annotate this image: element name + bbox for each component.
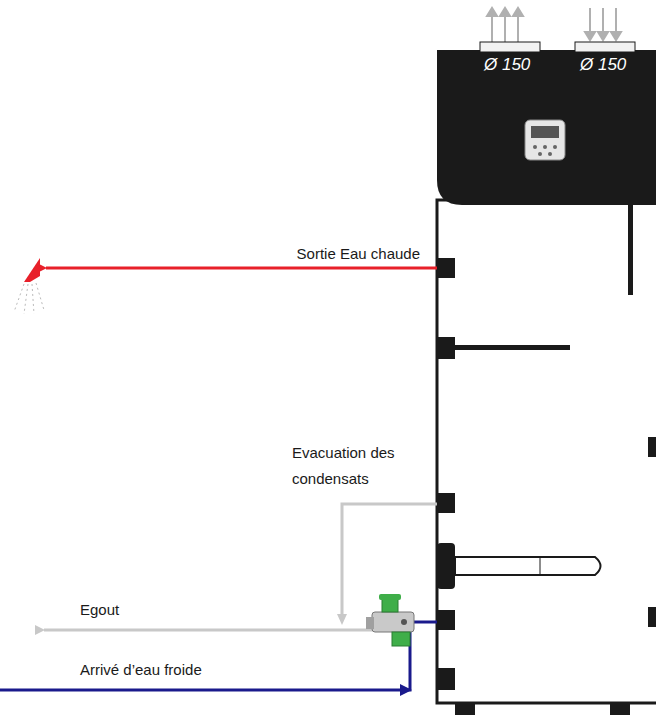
air-out-arrows — [487, 8, 523, 42]
duct-diameter: Ø 150 — [580, 55, 626, 75]
anode-port — [437, 337, 455, 359]
hot-water-pipe — [46, 267, 437, 270]
air-in-arrows — [585, 8, 621, 40]
arrow-head — [337, 614, 347, 625]
arrow-head — [400, 684, 412, 696]
anode-rod — [455, 345, 570, 350]
tank-foot — [455, 703, 475, 715]
shower-head — [14, 258, 44, 314]
pipe-label: Sortie Eau chaude — [297, 244, 420, 264]
tank-foot — [610, 703, 630, 715]
pipe-label: Egout — [80, 600, 119, 620]
heater-flange — [437, 543, 455, 589]
safety-valve — [366, 594, 414, 646]
side-port — [648, 437, 656, 457]
sensor-rod — [628, 205, 633, 295]
heating-element — [540, 557, 541, 575]
heating-element — [455, 557, 601, 575]
condensate-port — [437, 493, 455, 513]
cold-water-pipe — [0, 632, 410, 690]
pipe-label: Arrivé d’eau froide — [80, 660, 202, 680]
sewer-pipe — [44, 629, 372, 632]
hot-water-port — [437, 258, 455, 278]
drain-port — [437, 668, 455, 690]
pipe-label: Evacuation des condensats — [292, 440, 432, 492]
duct-collar — [480, 42, 540, 52]
duct-collar — [575, 42, 635, 52]
control-panel — [525, 120, 565, 160]
duct-diameter: Ø 150 — [484, 55, 530, 75]
cold-water-port — [437, 610, 455, 630]
side-port — [648, 607, 656, 627]
tank-body — [437, 200, 656, 703]
unit-head — [437, 50, 656, 205]
condensate-pipe — [342, 504, 437, 616]
